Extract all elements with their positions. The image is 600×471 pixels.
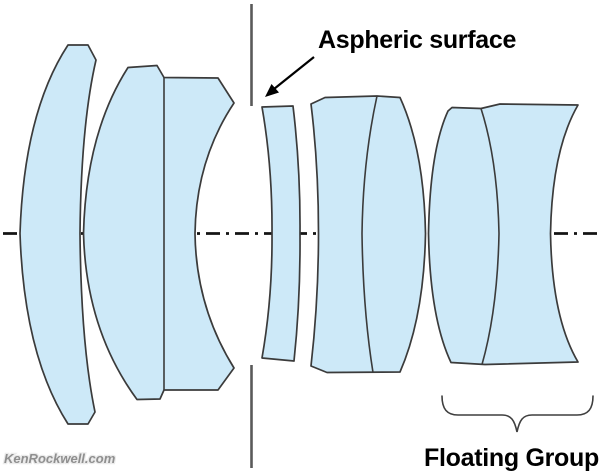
floating-group-brace bbox=[441, 395, 594, 433]
watermark: KenRockwell.com bbox=[4, 451, 116, 466]
aspheric-arrow bbox=[265, 56, 315, 97]
lens-element-1 bbox=[19, 44, 97, 425]
lens-element-5-6-doublet bbox=[310, 95, 427, 374]
cement-surface-3 bbox=[480, 108, 500, 365]
lens-element-7-8-floating-doublet bbox=[427, 103, 579, 366]
floating-group-label: Floating Group bbox=[424, 444, 599, 471]
aspheric-arrowhead-icon bbox=[265, 84, 279, 97]
aspheric-arrow-line bbox=[273, 56, 315, 90]
aspheric-surface-label: Aspheric surface bbox=[318, 26, 516, 54]
cement-surface-2 bbox=[361, 95, 378, 373]
lens-element-4-aspheric bbox=[261, 105, 301, 362]
